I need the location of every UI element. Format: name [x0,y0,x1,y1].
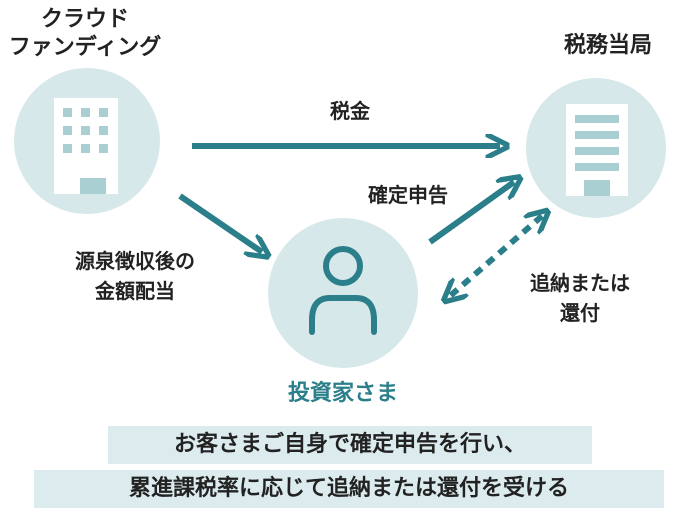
refund-edge-label-line2: 還付 [560,301,600,325]
investor-label: 投資家さま [287,381,398,406]
dividend-edge-label: 源泉徴収後の 金額配当 [40,246,230,306]
investor-node [268,218,418,368]
dividend-edge-label-line2: 金額配当 [95,279,175,303]
refund-edge-label: 追納または 還付 [490,268,670,328]
crowdfunding-label-line2: ファンディング [8,35,162,60]
footer-highlight-2 [34,470,664,508]
refund-arrow [450,216,542,296]
footer-line1: お客さまご自身で確定申告を行い、 [173,432,526,457]
refund-edge-label-line1: 追納または [530,271,630,295]
footer-highlight-1 [108,426,592,464]
dividend-arrow [178,193,262,252]
person-icon [309,246,377,335]
footer-line2: 累進課税率に応じて追納または還付を受ける [128,476,569,501]
return-edge-label: 確定申告 [368,183,448,207]
dividend-edge-label-line1: 源泉徴収後の [75,249,195,273]
crowdfunding-label: クラウド ファンディング [0,6,170,62]
tax-office-label: 税務当局 [563,33,652,58]
building-icon [54,98,118,194]
tax-edge-label: 税金 [330,99,370,123]
crowdfunding-label-line1: クラウド [40,7,129,32]
office-icon [566,104,628,196]
